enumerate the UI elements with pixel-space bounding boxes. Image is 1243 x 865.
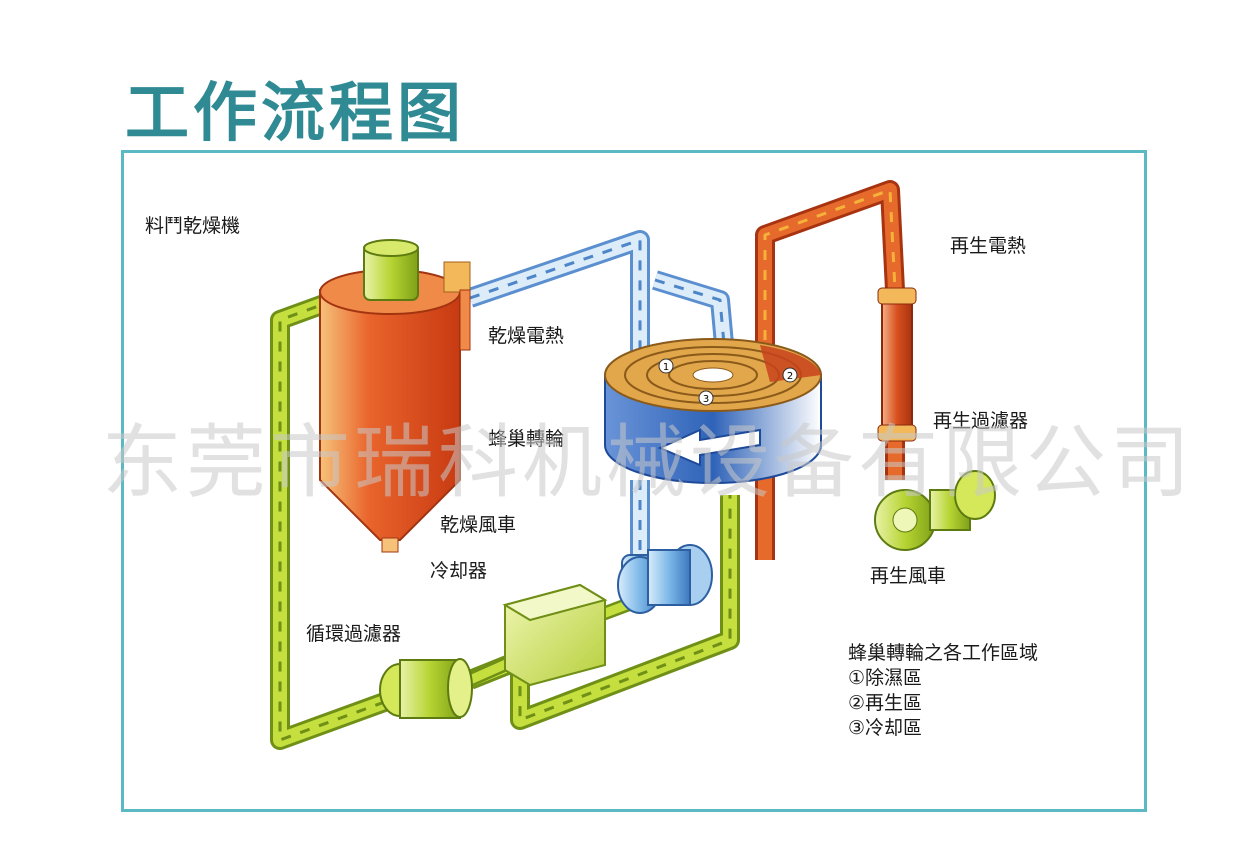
label-hopper-dryer: 料鬥乾燥機 bbox=[145, 215, 241, 237]
diagram-frame bbox=[121, 150, 1147, 812]
label-regen-heater: 再生電熱 bbox=[950, 235, 1027, 257]
regen-heater-tube bbox=[877, 287, 917, 442]
zone-marker-2: 2 bbox=[782, 367, 798, 383]
company-watermark: 东莞市瑞科机械设备有限公司 bbox=[102, 416, 1194, 509]
zone-marker-3: 3 bbox=[698, 390, 714, 406]
zone-marker-2-text: 2 bbox=[787, 371, 793, 382]
label-regen-fan: 再生風車 bbox=[870, 565, 947, 587]
legend-item-regeneration: ②再生區 bbox=[848, 692, 923, 714]
label-cooler: 冷却器 bbox=[430, 560, 488, 582]
rotor-zone-legend: 蜂巢轉輪之各工作區域 ①除濕區 ②再生區 ③冷却區 bbox=[848, 641, 1038, 741]
circulation-filter bbox=[379, 658, 473, 719]
blue-dry-air-duct bbox=[466, 230, 735, 560]
legend-title: 蜂巢轉輪之各工作區域 bbox=[848, 642, 1039, 664]
label-dry-heater: 乾燥電熱 bbox=[488, 325, 565, 347]
dry-fan bbox=[617, 544, 713, 614]
regen-fan bbox=[874, 470, 996, 551]
label-regen-filter: 再生過濾器 bbox=[933, 410, 1029, 432]
zone-marker-1: 1 bbox=[658, 358, 674, 374]
hopper-dryer bbox=[319, 239, 471, 553]
legend-item-cooling: ③冷却區 bbox=[848, 717, 923, 739]
zone-marker-3-text: 3 bbox=[703, 394, 709, 405]
red-regeneration-duct bbox=[755, 180, 905, 560]
label-honeycomb-rotor: 蜂巢轉輪 bbox=[488, 428, 565, 450]
cooler-box bbox=[502, 583, 608, 687]
zone-marker-1-text: 1 bbox=[663, 362, 669, 373]
label-circulation-filter: 循環過濾器 bbox=[306, 623, 402, 645]
label-dry-fan: 乾燥風車 bbox=[440, 514, 517, 536]
page-title: 工作流程图 bbox=[125, 77, 465, 151]
honeycomb-rotor bbox=[604, 338, 822, 484]
legend-item-dehumidify: ①除濕區 bbox=[848, 667, 923, 689]
